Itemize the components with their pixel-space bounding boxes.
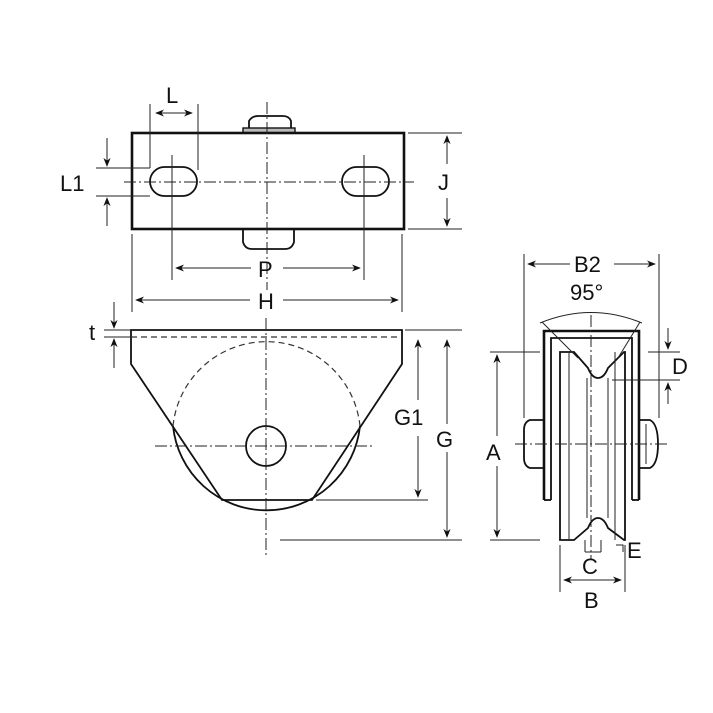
- wheel-hidden-arc: [172, 341, 361, 427]
- dimension-G1-label: G1: [394, 405, 423, 430]
- dimension-B2-label: B2: [574, 252, 601, 277]
- v-groove-wheel: [559, 351, 626, 541]
- dimension-A-label: A: [486, 440, 501, 465]
- top-view: L L1 J P H: [60, 83, 462, 314]
- dimension-t-label: t: [89, 320, 95, 345]
- top-nut: [248, 115, 292, 131]
- base-plate: [130, 131, 406, 231]
- dimension-L-label: L: [166, 83, 178, 108]
- dimension-D-label: D: [672, 354, 688, 379]
- dimension-P-label: P: [258, 257, 273, 282]
- angle-arc: [539, 312, 643, 324]
- dimension-B-label: B: [584, 588, 599, 613]
- dimension-L1-label: L1: [60, 171, 84, 196]
- wheel-outline: [172, 425, 361, 512]
- angle-95-label: 95°: [570, 280, 603, 305]
- dimension-J-label: J: [438, 170, 449, 195]
- front-view: t G1 G: [89, 302, 462, 555]
- dimension-E-label: E: [627, 538, 642, 563]
- dimension-C-label: C: [582, 554, 598, 579]
- bracket-outline: [130, 329, 403, 501]
- dimension-H-label: H: [258, 289, 274, 314]
- dimension-G-label: G: [436, 427, 453, 452]
- side-view: B2 95° D A C E B: [486, 252, 688, 613]
- bottom-nut: [242, 230, 295, 250]
